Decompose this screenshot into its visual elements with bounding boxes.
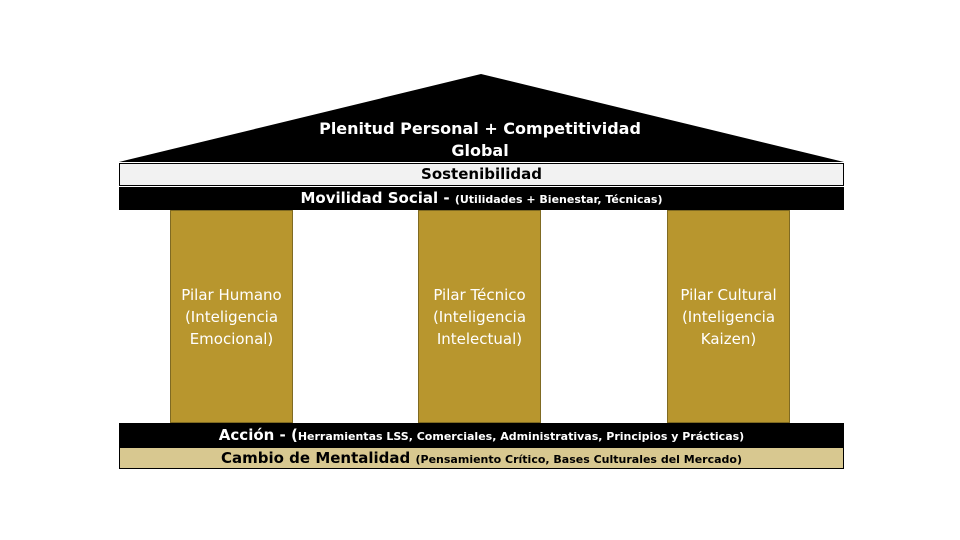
pillar-cultural-line2: (Inteligencia bbox=[681, 307, 776, 326]
movilidad-social-band: Movilidad Social - (Utilidades + Bienest… bbox=[119, 187, 844, 210]
accion-band: Acción - (Herramientas LSS, Comerciales,… bbox=[119, 423, 844, 447]
pillar-humano-line2: (Inteligencia bbox=[184, 307, 279, 326]
sostenibilidad-label: Sostenibilidad bbox=[421, 165, 542, 183]
pillar-tecnico-line2: (Inteligencia bbox=[432, 307, 527, 326]
movilidad-social-detail: (Utilidades + Bienestar, Técnicas) bbox=[454, 193, 663, 206]
pillar-cultural-line3: Kaizen) bbox=[700, 329, 757, 348]
accion-detail: Herramientas LSS, Comerciales, Administr… bbox=[297, 430, 745, 443]
pillar-cultural: Pilar Cultural (Inteligencia Kaizen) bbox=[667, 210, 790, 423]
roof-title-line2: Global bbox=[451, 141, 509, 160]
roof-shape bbox=[119, 74, 844, 162]
cambio-mentalidad-detail: (Pensamiento Crítico, Bases Culturales d… bbox=[415, 453, 742, 466]
roof-title-line1: Plenitud Personal + Competitividad bbox=[319, 119, 641, 138]
cambio-mentalidad-band: Cambio de Mentalidad (Pensamiento Crític… bbox=[119, 447, 844, 469]
pillar-humano-line3: Emocional) bbox=[189, 329, 274, 348]
pillar-tecnico-line1: Pilar Técnico bbox=[433, 285, 526, 304]
roof-title: Plenitud Personal + Competitividad Globa… bbox=[240, 118, 720, 162]
pillar-humano-line1: Pilar Humano bbox=[181, 285, 282, 304]
accion-label: Acción - ( bbox=[218, 426, 298, 444]
sostenibilidad-band: Sostenibilidad bbox=[119, 163, 844, 186]
movilidad-social-label: Movilidad Social - bbox=[300, 189, 455, 207]
pillar-tecnico: Pilar Técnico (Inteligencia Intelectual) bbox=[418, 210, 541, 423]
pillar-humano: Pilar Humano (Inteligencia Emocional) bbox=[170, 210, 293, 423]
pillar-tecnico-line3: Intelectual) bbox=[436, 329, 523, 348]
pillar-cultural-line1: Pilar Cultural bbox=[680, 285, 777, 304]
cambio-mentalidad-label: Cambio de Mentalidad bbox=[221, 449, 416, 467]
